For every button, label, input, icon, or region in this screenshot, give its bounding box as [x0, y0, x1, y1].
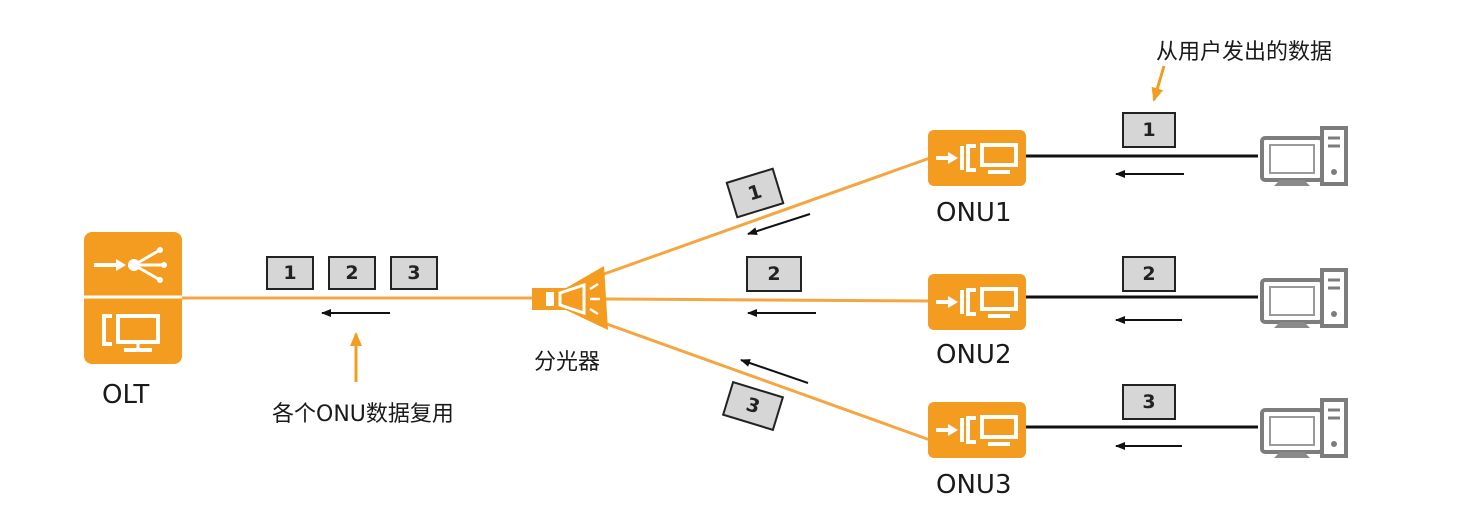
olt-label: OLT [102, 380, 150, 410]
user-packet-1: 1 [1122, 112, 1176, 148]
branch-fiber-onu3 [603, 321, 931, 442]
callout-arrow-user-data [1151, 65, 1166, 102]
branch-fiber-onu2 [605, 297, 931, 303]
onu3-label: ONU3 [936, 470, 1012, 500]
trunk-packet: 3 [390, 256, 438, 290]
user-packet-2: 2 [1122, 256, 1176, 292]
user-data-annotation: 从用户发出的数据 [1156, 40, 1333, 65]
branch-packet-2: 2 [746, 256, 802, 292]
direction-arrow-branch1 [747, 213, 811, 236]
desktop-computer-icon [1260, 398, 1348, 460]
onu1-label: ONU1 [936, 198, 1012, 228]
multiplex-annotation: 各个ONU数据复用 [272, 402, 454, 427]
trunk-packet: 2 [328, 256, 376, 290]
branch-fiber-onu1 [603, 156, 931, 276]
optical-splitter-icon [532, 266, 608, 330]
onu-device-icon [926, 400, 1028, 460]
trunk-packet: 1 [266, 256, 314, 290]
onu-device-icon [928, 130, 1026, 186]
splitter-label: 分光器 [534, 350, 601, 375]
onu-device-icon [926, 272, 1028, 332]
onu2-label: ONU2 [936, 340, 1012, 370]
olt-device-icon [84, 232, 182, 364]
desktop-computer-icon [1260, 268, 1348, 330]
direction-arrow-branch3 [740, 359, 809, 384]
desktop-computer-icon [1260, 126, 1348, 186]
user-packet-3: 3 [1122, 384, 1176, 420]
